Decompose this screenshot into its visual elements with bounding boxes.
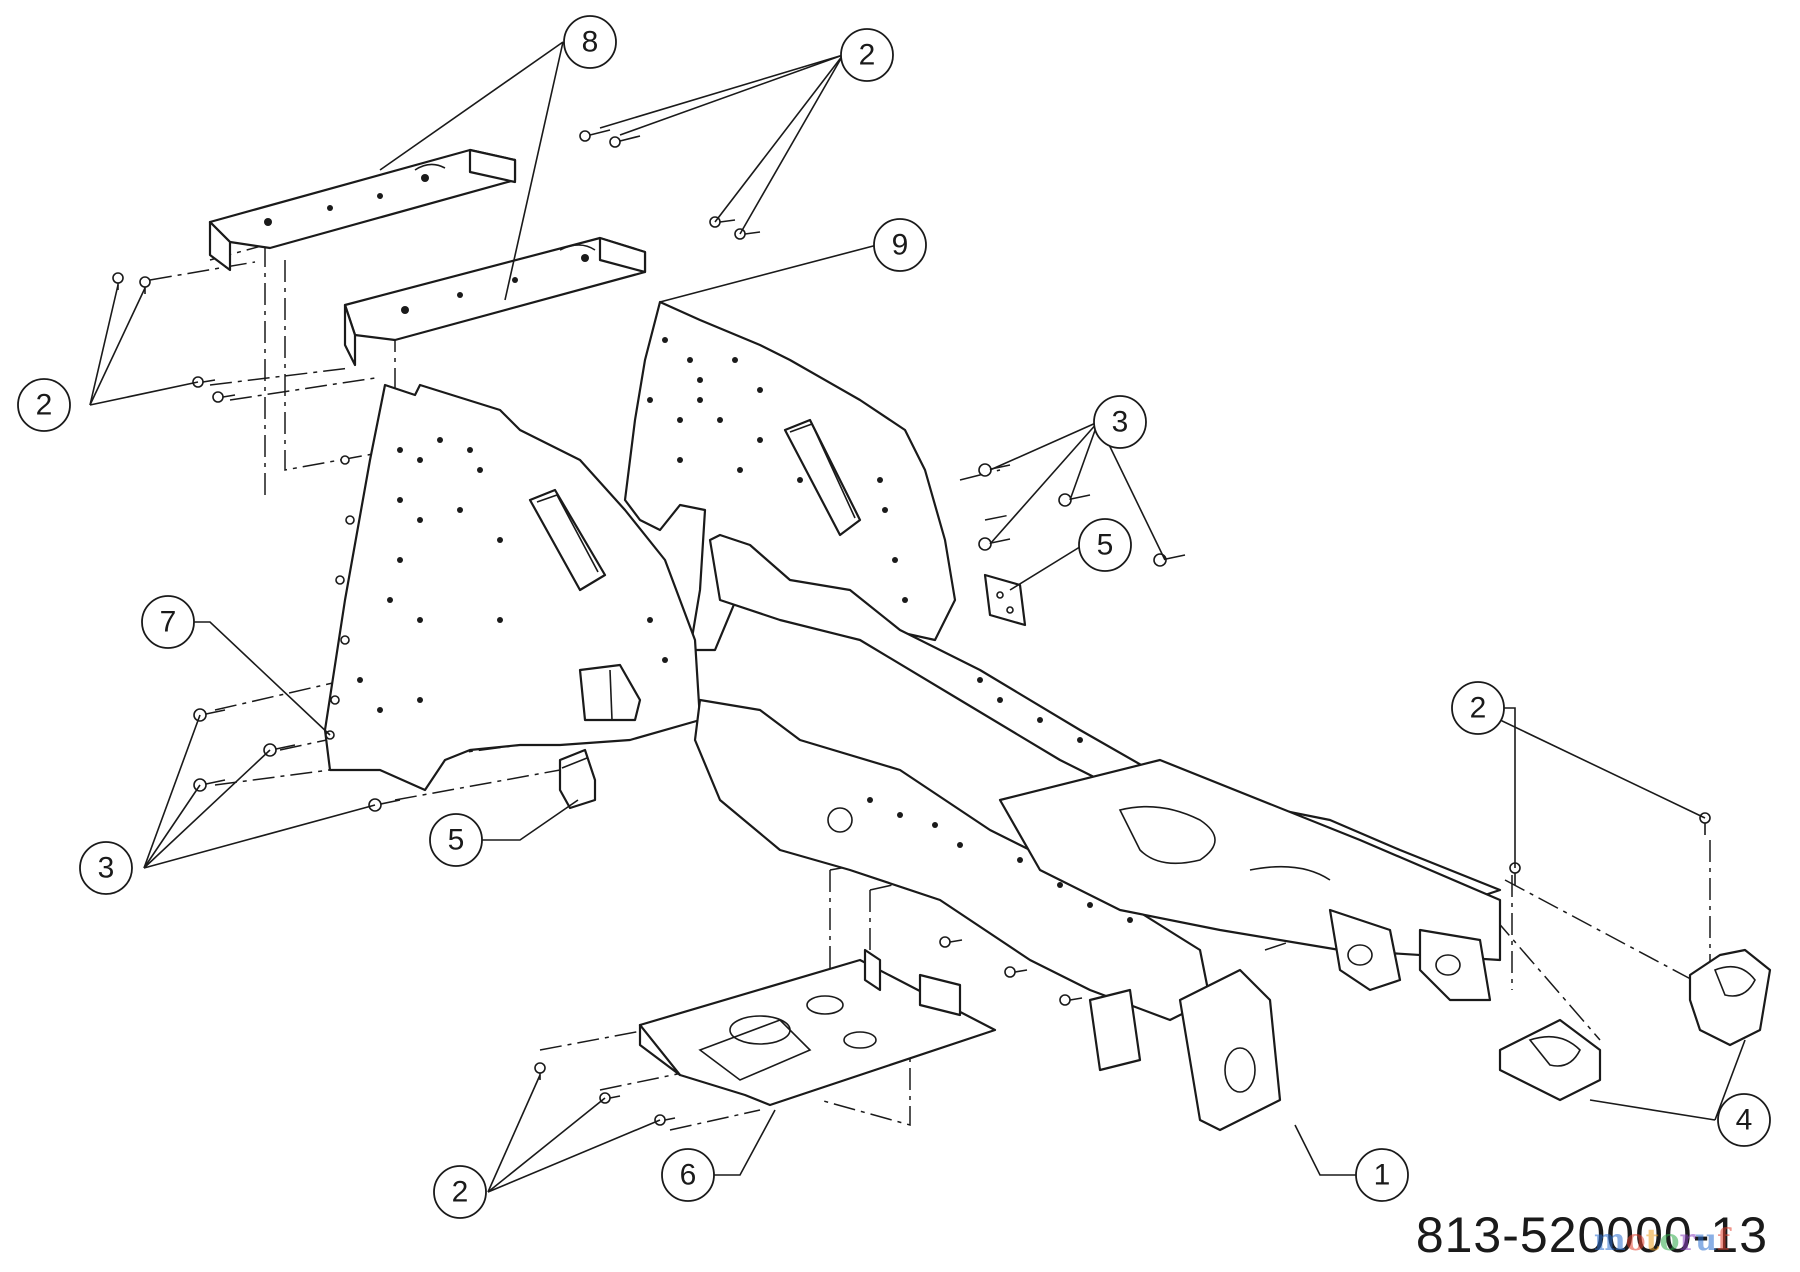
bolt-icon	[263, 743, 296, 757]
svg-text:5: 5	[448, 824, 465, 857]
bolt-icon	[112, 272, 124, 290]
callout-2-rear: 2	[1451, 681, 1505, 735]
bolt-icon	[212, 391, 236, 403]
callout-2-bottom: 2	[433, 1165, 487, 1219]
svg-text:2: 2	[452, 1176, 469, 1209]
axle-bracket-right	[1688, 948, 1772, 1047]
svg-text:1: 1	[1374, 1159, 1391, 1192]
bolt-icon	[579, 129, 611, 142]
svg-text:7: 7	[160, 606, 177, 639]
callout-3-left: 3	[79, 841, 133, 895]
bolt-icon	[139, 276, 151, 294]
svg-text:5: 5	[1097, 529, 1114, 562]
svg-text:9: 9	[892, 229, 909, 262]
svg-text:4: 4	[1736, 1104, 1753, 1137]
callout-7: 7	[141, 595, 195, 649]
callout-1: 1	[1355, 1148, 1409, 1202]
top-bracket-lower	[343, 236, 647, 367]
leader-lines	[89, 41, 1746, 1193]
bolt-icon	[939, 936, 963, 948]
callout-4: 4	[1717, 1093, 1771, 1147]
main-frame	[693, 533, 1502, 1132]
callout-5-left: 5	[429, 813, 483, 867]
bolt-icon	[1153, 553, 1186, 567]
svg-text:2: 2	[1470, 692, 1487, 725]
bolt-icon	[978, 463, 1011, 477]
svg-text:2: 2	[859, 39, 876, 72]
svg-text:2: 2	[36, 389, 53, 422]
bolt-icon	[1699, 812, 1711, 835]
left-side-panel	[323, 383, 702, 792]
bolt-icon	[1004, 966, 1028, 978]
bolt-icon	[1058, 493, 1091, 507]
bolt-icon	[609, 135, 641, 148]
axle-bracket-left	[1498, 1018, 1602, 1102]
bolt-icon	[599, 1092, 621, 1104]
svg-text:3: 3	[98, 852, 115, 885]
bumper-pad-right	[983, 573, 1027, 627]
callout-2-left: 2	[17, 378, 71, 432]
bolt-icon	[1059, 994, 1083, 1006]
callout-3-right: 3	[1093, 395, 1147, 449]
bolt-icon	[709, 216, 736, 228]
mounting-plate	[638, 948, 997, 1107]
svg-text:8: 8	[582, 26, 599, 59]
watermark-logo: motoruf	[1593, 1223, 1730, 1258]
top-bracket-upper	[208, 148, 517, 272]
bolt-icon	[734, 228, 761, 240]
callout-8: 8	[563, 15, 617, 69]
callout-2-top: 2	[840, 28, 894, 82]
bumper-pad-left	[558, 748, 597, 810]
callout-9: 9	[873, 218, 927, 272]
bolt-icon	[534, 1062, 546, 1080]
callout-5-right: 5	[1078, 518, 1132, 572]
svg-text:3: 3	[1112, 406, 1129, 439]
drawing-number: 813-520000-13	[1415, 1207, 1768, 1263]
callout-6: 6	[661, 1148, 715, 1202]
svg-text:6: 6	[680, 1159, 697, 1192]
